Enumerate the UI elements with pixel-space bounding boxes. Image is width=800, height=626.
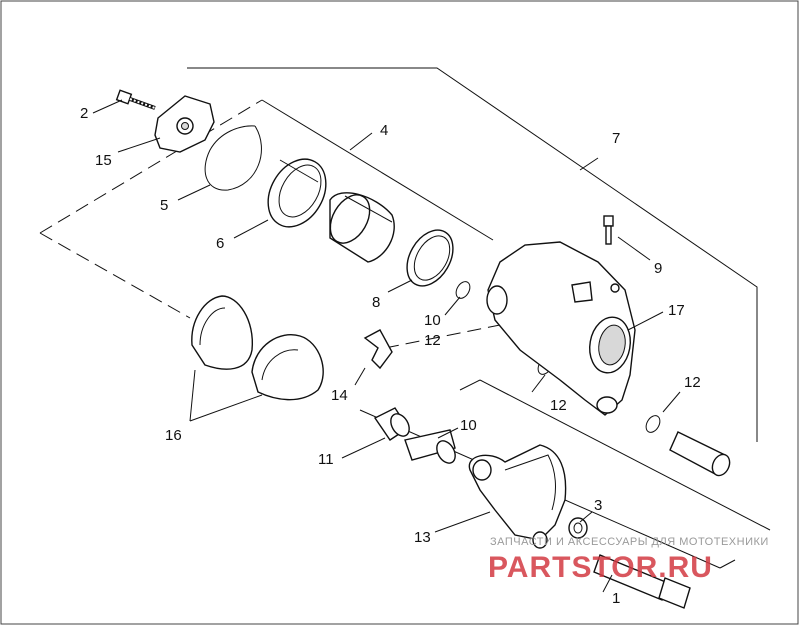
- leader-lines: [92, 99, 681, 593]
- group-dashed-lines: [39, 99, 771, 569]
- cover-plate-part-15: [154, 95, 215, 153]
- callout-7: 7: [612, 130, 620, 147]
- seal-part-6: [267, 158, 327, 228]
- callout-8: 8: [372, 294, 380, 311]
- callout-12c: 12: [684, 374, 701, 391]
- callout-10a: 10: [424, 312, 441, 329]
- callout-11: 11: [318, 451, 334, 468]
- pin-part-10: [404, 429, 456, 464]
- callout-5: 5: [160, 197, 168, 214]
- callout-17: 17: [668, 302, 685, 319]
- long-bolt-part-1: [593, 554, 691, 609]
- watermark: ЗАПЧАСТИ И АКСЕССУАРЫ ДЛЯ МОТОТЕХНИКИ PA…: [488, 536, 769, 584]
- washer-part-3: [568, 517, 588, 539]
- callout-labels: 1 2 3 4 5 6 7 8 9 10 10 11 12 12 12 13 1…: [80, 105, 701, 607]
- callout-9: 9: [654, 260, 662, 277]
- watermark-tagline: ЗАПЧАСТИ И АКСЕССУАРЫ ДЛЯ МОТОТЕХНИКИ: [490, 536, 769, 548]
- brake-pads-part-16: [191, 295, 324, 401]
- assembly-bracket-7: [187, 67, 758, 442]
- callout-12b: 12: [550, 397, 567, 414]
- washer-hole: [573, 522, 583, 534]
- callout-10b: 10: [460, 417, 477, 434]
- snap-ring-part-5: [204, 125, 262, 191]
- callout-15: 15: [95, 152, 112, 169]
- callout-3: 3: [594, 497, 602, 514]
- callout-1: 1: [612, 590, 620, 607]
- caliper-body-part-17: [486, 241, 636, 416]
- watermark-brand: PARTSTOR.RU: [488, 551, 713, 584]
- guide-pin: [669, 431, 731, 477]
- bushing-part-11: [373, 407, 410, 441]
- callout-12a: 12: [424, 332, 441, 349]
- mounting-bracket-part-13: [468, 444, 567, 549]
- callout-14: 14: [331, 387, 348, 404]
- callout-2: 2: [80, 105, 88, 122]
- callout-16: 16: [165, 427, 182, 444]
- small-o-ring-3: [645, 415, 661, 433]
- o-ring-part-8: [406, 229, 454, 287]
- bolt-part-2: [115, 89, 156, 110]
- bleeder-screw-part-9: [603, 215, 614, 245]
- small-o-ring: [455, 281, 471, 299]
- piston: [329, 192, 395, 263]
- callout-13: 13: [414, 529, 431, 546]
- callout-6: 6: [216, 235, 224, 252]
- pad-clip-part-14: [363, 329, 393, 370]
- callout-4: 4: [380, 122, 388, 139]
